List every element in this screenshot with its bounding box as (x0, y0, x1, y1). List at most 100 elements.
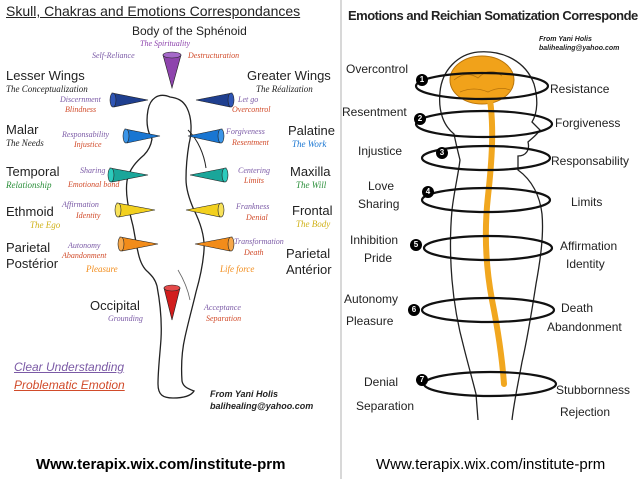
ethmoid-sub: The Ego (30, 220, 61, 230)
temporal-pos: Sharing (80, 166, 106, 175)
level-5-right-2: Identity (566, 257, 605, 271)
parietal-anterior-sub: Life force (220, 264, 255, 274)
temporal-neg: Emotional bond (68, 180, 120, 189)
right-footer-link[interactable]: Www.terapix.wix.com/institute-prm (376, 456, 606, 473)
level-5-left-1: Inhibition (350, 233, 399, 247)
parietal-posterior-sub: Pleasure (86, 264, 118, 274)
left-title: Skull, Chakras and Emotions Correspondan… (6, 3, 301, 19)
malar-label: Malar (6, 122, 39, 137)
occipital-neg: Separation (206, 314, 242, 323)
heart-cone-right (189, 167, 227, 183)
level-2-left: Resentment (342, 105, 407, 119)
level-3-number: 3 (436, 147, 448, 159)
brain-shape (449, 55, 515, 105)
greater-wings-label: Greater Wings (247, 68, 331, 83)
crown-cone (162, 54, 182, 90)
brow-cone-left (111, 92, 149, 108)
level-4-left-1: Love (368, 179, 395, 193)
maxilla-neg: Limits (244, 176, 265, 185)
top-center-pos: Self-Reliance (92, 51, 135, 60)
level-6-number: 6 (408, 304, 420, 316)
legend-positive: Clear Understanding (14, 360, 125, 374)
right-figure (414, 51, 558, 421)
temporal-label: Temporal (6, 164, 60, 179)
level-4-number: 4 (422, 186, 434, 198)
left-footer-link[interactable]: Www.terapix.wix.com/institute-prm (36, 456, 286, 473)
level-1-right: Resistance (550, 82, 610, 96)
left-credit-line2: balihealing@yahoo.com (210, 401, 314, 411)
parietal-posterior-label: Parietal (6, 240, 51, 255)
frontal-neg: Denial (246, 213, 268, 222)
temporal-sub: Relationship (6, 180, 52, 190)
frontal-label: Frontal (292, 203, 333, 218)
maxilla-sub: The Will (296, 180, 327, 190)
level-5-number: 5 (410, 239, 422, 251)
body-silhouette (125, 94, 205, 399)
level-3-right: Responsability (551, 154, 630, 168)
parietal-posterior-pos: Autonomy (68, 241, 101, 250)
top-center-sub: The Spirituality (140, 39, 190, 48)
lesser-wings-neg: Blindness (65, 105, 97, 114)
palatine-neg: Resentment (232, 138, 269, 147)
occipital-label: Occipital (90, 298, 140, 313)
level-4-left-2: Sharing (358, 197, 400, 211)
right-credit-line1: From Yani Holis (539, 36, 592, 43)
lesser-wings-label: Lesser Wings (6, 68, 85, 83)
occipital-pos2: Acceptance (204, 303, 241, 312)
level-1-number: 1 (416, 74, 428, 86)
level-5-left-2: Pride (364, 251, 393, 265)
palatine-label: Palatine (288, 123, 335, 138)
level-7-right-2: Rejection (560, 405, 611, 419)
lesser-wings-sub: The Conceptualization (6, 84, 88, 94)
right-panel: Emotions and Reichian Somatization Corre… (342, 0, 638, 479)
greater-wings-pos: Let go (238, 95, 259, 104)
parietal-posterior-label2: Postérior (6, 256, 59, 271)
left-credit-line1: From Yani Holis (210, 389, 279, 399)
ethmoid-label: Ethmoid (6, 204, 54, 219)
palatine-pos: Forgiveness (226, 127, 265, 136)
parietal-anterior-neg: Death (244, 248, 264, 257)
left-panel: Skull, Chakras and Emotions Correspondan… (6, 3, 335, 473)
level-2-right: Forgiveness (555, 116, 621, 130)
right-title: Emotions and Reichian Somatization Corre… (348, 8, 638, 23)
brow-cone-right (195, 92, 233, 108)
ethmoid-neg: Identity (76, 211, 101, 220)
level-5-right-1: Affirmation (560, 239, 618, 253)
parietal-posterior-neg: Abandonment (62, 251, 107, 260)
greater-wings-sub: The Réalization (256, 84, 313, 94)
maxilla-label: Maxilla (290, 164, 331, 179)
greater-wings-neg: Overcontrol (232, 105, 271, 114)
level-6-right-1: Death (561, 301, 594, 315)
level-6-left-1: Autonomy (344, 292, 399, 306)
lesser-wings-pos: Discernment (60, 95, 101, 104)
chakra-cones (107, 51, 235, 321)
throat-cone-right (187, 128, 223, 144)
rings (414, 71, 558, 398)
parietal-anterior-pos: Transformation (234, 237, 284, 246)
left-figure (107, 51, 235, 399)
parietal-anterior-label: Parietal (286, 246, 331, 261)
frontal-pos: Frankness (236, 202, 270, 211)
frontal-sub: The Body (296, 219, 331, 229)
malar-neg: Injustice (74, 140, 102, 149)
top-center-label: Body of the Sphénoid (132, 24, 247, 38)
level-2-number: 2 (414, 113, 426, 125)
ethmoid-pos: Affirmation (62, 200, 99, 209)
maxilla-pos: Centering (238, 166, 270, 175)
level-7-number: 7 (416, 374, 428, 386)
level-7-left-1: Denial (364, 375, 399, 389)
parietal-anterior-label2: Antérior (286, 262, 332, 277)
palatine-sub: The Work (292, 139, 327, 149)
level-3-left: Injustice (358, 144, 403, 158)
level-6-right-2: Abandonment (547, 320, 622, 334)
level-1-left: Overcontrol (346, 62, 409, 76)
level-6-left-2: Pleasure (346, 314, 394, 328)
right-credit-line2: balihealing@yahoo.com (539, 45, 620, 52)
malar-pos: Responsability (62, 130, 110, 139)
legend-negative: Problematic Emotion (14, 378, 125, 392)
malar-sub: The Needs (6, 138, 44, 148)
top-center-neg: Destructuration (188, 51, 240, 60)
level-7-left-2: Separation (356, 399, 415, 413)
panel-divider (340, 0, 342, 479)
